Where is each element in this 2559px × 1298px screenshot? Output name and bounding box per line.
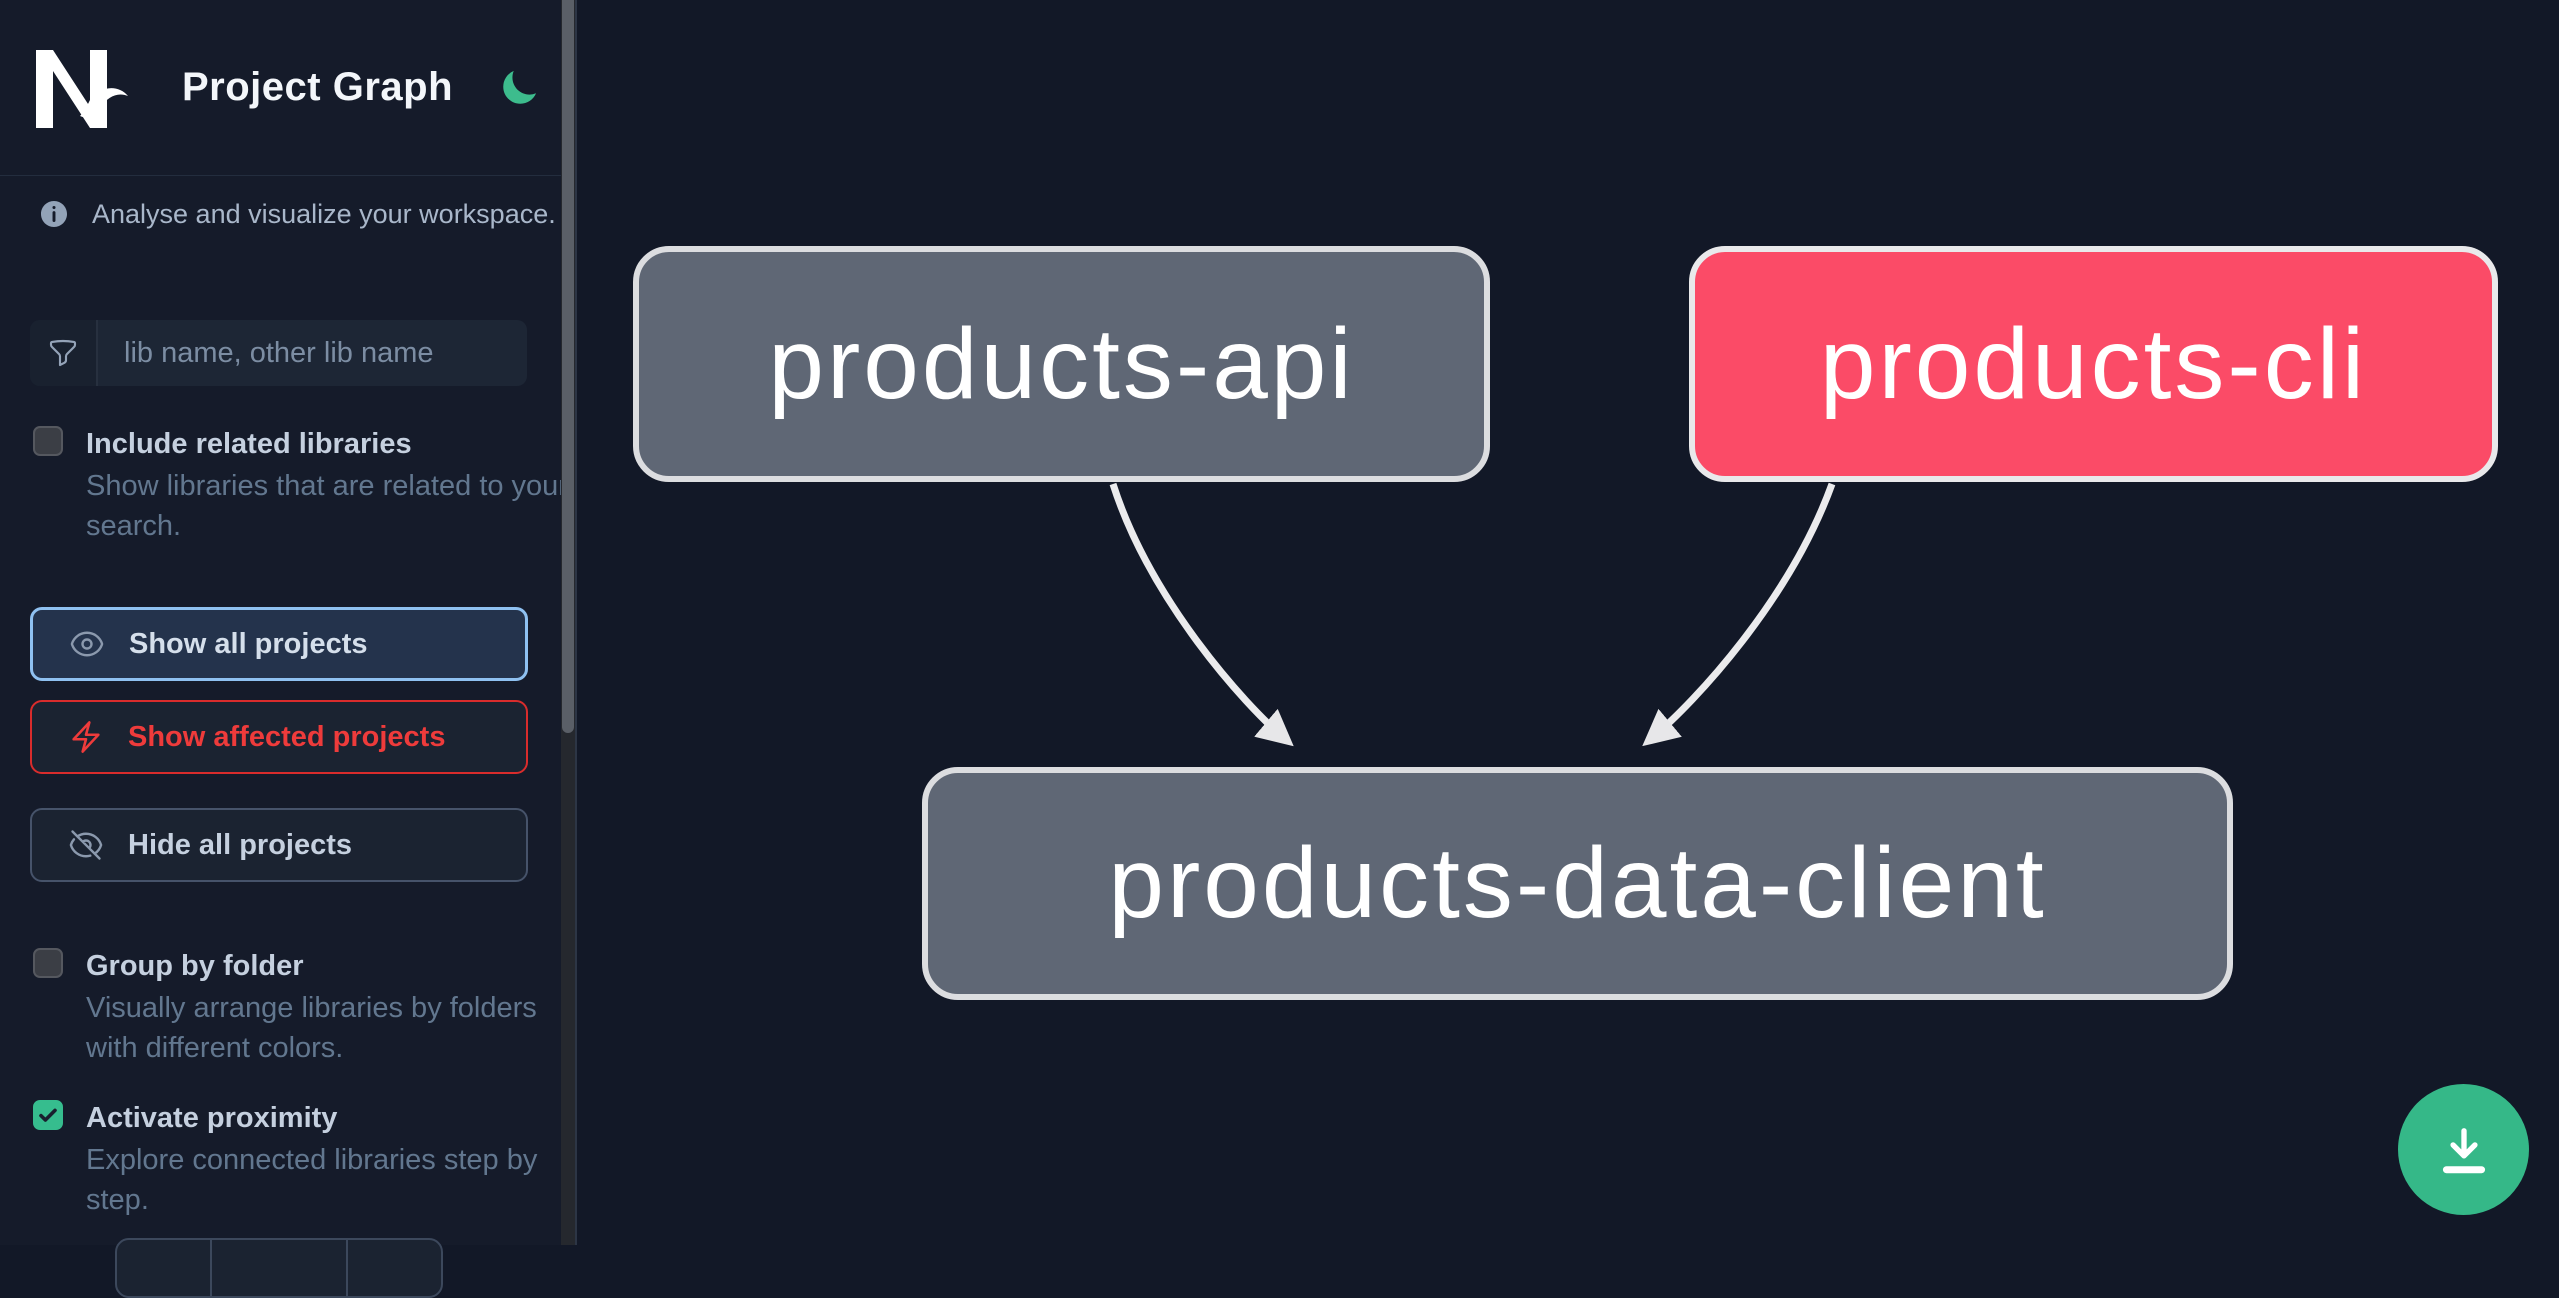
group-by-folder-description: Visually arrange libraries by folders wi…	[86, 992, 537, 1064]
sidebar-scrollbar-thumb[interactable]	[562, 0, 574, 733]
group-by-folder-checkbox[interactable]	[33, 948, 63, 978]
bolt-icon	[72, 721, 100, 753]
show-all-projects-label: Show all projects	[129, 627, 368, 660]
tagline-text: Analyse and visualize your workspace.	[92, 198, 556, 229]
graph-node-products-cli[interactable]: products-cli	[1689, 246, 2498, 482]
node-label: products-api	[768, 307, 1355, 420]
sidebar: Project Graph Analyse and visualize your…	[0, 0, 577, 1298]
activate-proximity-label: Activate proximity	[86, 1102, 338, 1134]
search-input[interactable]	[98, 320, 527, 386]
activate-proximity-description: Explore connected libraries step by step…	[86, 1144, 538, 1216]
show-affected-projects-label: Show affected projects	[128, 720, 446, 753]
stepper-decrement-button[interactable]	[117, 1240, 210, 1296]
group-by-folder-label: Group by folder	[86, 950, 304, 982]
eye-slash-icon	[69, 830, 103, 860]
download-icon	[2442, 1127, 2485, 1173]
search-box	[30, 320, 527, 386]
node-label: products-cli	[1819, 307, 2368, 420]
hide-all-projects-button[interactable]: Hide all projects	[30, 808, 528, 882]
download-graph-button[interactable]	[2398, 1084, 2529, 1215]
node-label: products-data-client	[1108, 827, 2047, 939]
workspace-tagline: Analyse and visualize your workspace.	[38, 198, 556, 230]
stepper-value	[210, 1240, 348, 1296]
eye-icon	[70, 631, 104, 657]
moon-icon	[503, 70, 537, 104]
page-title: Project Graph	[182, 65, 454, 109]
info-icon	[41, 201, 67, 227]
include-related-description: Show libraries that are related to your …	[86, 470, 568, 542]
filter-icon-box	[30, 320, 98, 386]
activate-proximity-checkbox[interactable]	[33, 1100, 63, 1130]
nx-logo-icon	[36, 49, 128, 128]
hide-all-projects-label: Hide all projects	[128, 828, 353, 861]
graph-node-products-data-client[interactable]: products-data-client	[922, 767, 2233, 1000]
sidebar-header: Project Graph	[0, 0, 561, 176]
include-related-label: Include related libraries	[86, 428, 412, 460]
graph-node-products-api[interactable]: products-api	[633, 246, 1490, 482]
show-all-projects-button[interactable]: Show all projects	[30, 607, 528, 681]
check-icon	[39, 1108, 57, 1122]
project-graph-canvas[interactable]	[577, 0, 2559, 1245]
stepper-increment-button[interactable]	[348, 1240, 441, 1296]
theme-toggle-button[interactable]	[497, 66, 541, 110]
show-affected-projects-button[interactable]: Show affected projects	[30, 700, 528, 774]
sidebar-scrollbar	[561, 0, 575, 1245]
funnel-icon	[49, 339, 77, 367]
proximity-depth-stepper	[115, 1238, 443, 1298]
include-related-checkbox[interactable]	[33, 426, 63, 456]
